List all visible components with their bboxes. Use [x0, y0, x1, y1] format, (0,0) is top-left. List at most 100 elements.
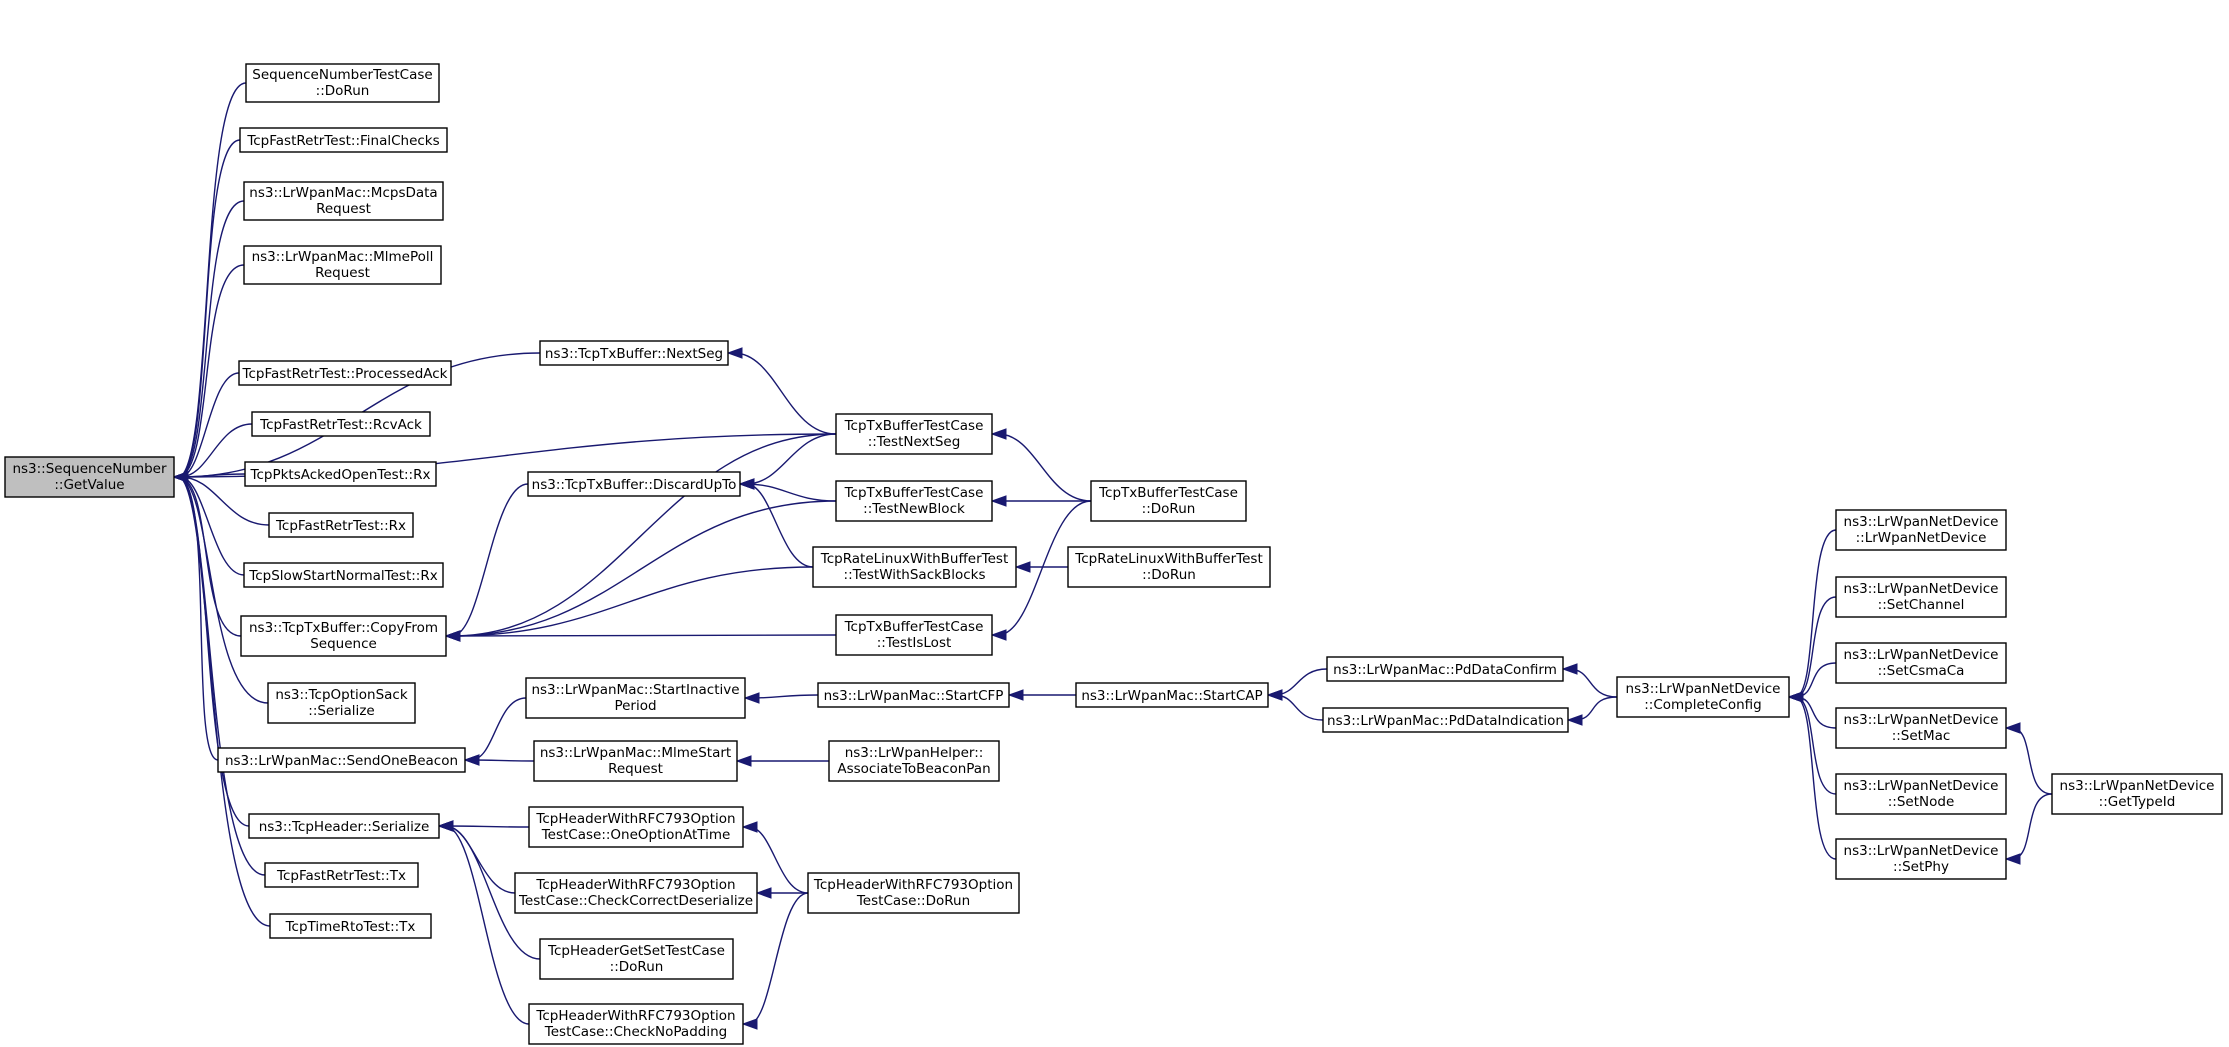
node-testislost[interactable]: TcpTxBufferTestCase::TestIsLost	[835, 614, 993, 656]
node-nd-setphy[interactable]: ns3::LrWpanNetDevice::SetPhy	[1835, 838, 2007, 880]
node-label: TestCase::OneOptionAtTime	[541, 827, 731, 843]
node-label: ::SetCsmaCa	[1878, 663, 1965, 679]
node-processedack[interactable]: TcpFastRetrTest::ProcessedAck	[238, 360, 452, 386]
node-hdr-serialize[interactable]: ns3::TcpHeader::Serialize	[248, 813, 440, 839]
node-label: ::LrWpanNetDevice	[1856, 530, 1987, 546]
node-txbuf-dorun[interactable]: TcpTxBufferTestCase::DoRun	[1090, 480, 1247, 522]
node-box	[528, 806, 744, 848]
node-box	[248, 813, 440, 839]
node-label: TcpHeaderWithRFC793Option	[535, 811, 735, 827]
edge-discardupto-to-copyfrom	[451, 483, 529, 637]
edge-nd-setphy-to-completeconfig	[1794, 696, 1837, 860]
node-label: ::DoRun	[610, 959, 664, 975]
node-nd-gettypeid[interactable]: ns3::LrWpanNetDevice::GetTypeId	[2051, 773, 2223, 815]
node-nextseg[interactable]: ns3::TcpTxBuffer::NextSeg	[539, 340, 729, 366]
arrowhead	[437, 820, 454, 832]
node-label: ns3::TcpHeader::Serialize	[259, 819, 430, 835]
node-box	[525, 677, 746, 719]
edge-mlmestart-to-sendbeacon	[470, 759, 535, 762]
node-box	[1835, 707, 2007, 749]
edge-mlmepoll-to-root	[179, 264, 245, 478]
node-fastretr-tx[interactable]: TcpFastRetrTest::Tx	[264, 862, 419, 888]
node-getset-dorun[interactable]: TcpHeaderGetSetTestCase::DoRun	[539, 938, 734, 980]
node-label: ns3::LrWpanNetDevice	[1844, 514, 1999, 530]
node-nd-setcsmaca[interactable]: ns3::LrWpanNetDevice::SetCsmaCa	[1835, 642, 2007, 684]
node-checknopad[interactable]: TcpHeaderWithRFC793OptionTestCase::Check…	[528, 1003, 744, 1045]
node-completeconfig[interactable]: ns3::LrWpanNetDevice::CompleteConfig	[1616, 676, 1790, 718]
node-label: TcpTxBufferTestCase	[844, 418, 984, 434]
node-nd-ctor[interactable]: ns3::LrWpanNetDevice::LrWpanNetDevice	[1835, 509, 2007, 551]
node-label: ns3::TcpTxBuffer::CopyFrom	[249, 620, 438, 636]
node-discardupto[interactable]: ns3::TcpTxBuffer::DiscardUpTo	[527, 471, 741, 497]
node-box	[1322, 707, 1569, 733]
node-label: ns3::LrWpanHelper::	[845, 745, 984, 761]
node-label: ns3::TcpTxBuffer::NextSeg	[545, 346, 723, 362]
edge-testnextseg-to-copyfrom	[451, 433, 837, 637]
node-pddataconfirm[interactable]: ns3::LrWpanMac::PdDataConfirm	[1326, 656, 1564, 682]
node-fastretr-rx[interactable]: TcpFastRetrTest::Rx	[268, 512, 414, 538]
node-box	[244, 461, 437, 487]
node-box	[4, 456, 175, 498]
node-checkcorrect[interactable]: TcpHeaderWithRFC793OptionTestCase::Check…	[514, 872, 758, 914]
node-finalchecks[interactable]: TcpFastRetrTest::FinalChecks	[239, 127, 448, 153]
edge-nd-gettypeid-to-nd-setmac	[2011, 727, 2053, 795]
arrowhead	[2004, 853, 2021, 865]
node-rcvack[interactable]: TcpFastRetrTest::RcvAck	[251, 411, 431, 437]
node-box	[817, 682, 1010, 708]
node-label: TcpHeaderWithRFC793Option	[535, 877, 735, 893]
node-label: ::TestNextSeg	[868, 434, 961, 450]
edge-rfc793-dorun-to-checknopad	[748, 892, 809, 1025]
node-ratelinux-dorun[interactable]: TcpRateLinuxWithBufferTest::DoRun	[1067, 546, 1271, 588]
node-nd-setmac[interactable]: ns3::LrWpanNetDevice::SetMac	[1835, 707, 2007, 749]
node-label: Request	[315, 265, 370, 281]
edge-testwithsack-to-copyfrom	[451, 566, 814, 637]
arrowhead	[172, 471, 189, 483]
node-label: ns3::LrWpanNetDevice	[1626, 681, 1781, 697]
node-label: TcpTimeRtoTest::Tx	[285, 919, 416, 935]
node-box	[240, 615, 447, 657]
edge-rcvack-to-root	[179, 423, 253, 478]
node-label: ::TestWithSackBlocks	[844, 567, 986, 583]
node-startcfp[interactable]: ns3::LrWpanMac::StartCFP	[817, 682, 1010, 708]
arrowhead	[463, 754, 480, 766]
node-label: ::DoRun	[316, 83, 370, 99]
node-box	[243, 245, 442, 285]
node-startcap[interactable]: ns3::LrWpanMac::StartCAP	[1075, 682, 1269, 708]
node-nd-setchannel[interactable]: ns3::LrWpanNetDevice::SetChannel	[1835, 576, 2007, 618]
edge-testislost-to-copyfrom	[451, 634, 837, 637]
node-testnextseg[interactable]: TcpTxBufferTestCase::TestNextSeg	[835, 413, 993, 455]
node-box	[1616, 676, 1790, 718]
node-box	[267, 682, 416, 724]
edge-testnextseg-to-nextseg	[733, 352, 837, 435]
node-optsack[interactable]: ns3::TcpOptionSack::Serialize	[267, 682, 416, 724]
node-testwithsack[interactable]: TcpRateLinuxWithBufferTest::TestWithSack…	[812, 546, 1017, 588]
node-label: ::GetValue	[54, 477, 124, 493]
node-associate[interactable]: ns3::LrWpanHelper::AssociateToBeaconPan	[828, 740, 1000, 782]
node-box	[243, 562, 444, 588]
node-nd-setnode[interactable]: ns3::LrWpanNetDevice::SetNode	[1835, 773, 2007, 815]
node-box	[514, 872, 758, 914]
node-label: TcpHeaderWithRFC793Option	[535, 1008, 735, 1024]
node-label: ns3::LrWpanMac::SendOneBeacon	[225, 753, 458, 769]
node-timerto-tx[interactable]: TcpTimeRtoTest::Tx	[269, 913, 432, 939]
node-sendbeacon[interactable]: ns3::LrWpanMac::SendOneBeacon	[217, 747, 466, 773]
node-label: Request	[608, 761, 663, 777]
edge-txbuf-dorun-to-testnextseg	[997, 433, 1092, 502]
node-box	[1835, 576, 2007, 618]
node-label: TcpHeaderGetSetTestCase	[547, 943, 725, 959]
node-seq-dorun[interactable]: SequenceNumberTestCase::DoRun	[245, 63, 440, 103]
node-pktsacked-rx[interactable]: TcpPktsAckedOpenTest::Rx	[244, 461, 437, 487]
arrowhead	[755, 887, 772, 899]
node-pddataind[interactable]: ns3::LrWpanMac::PdDataIndication	[1322, 707, 1569, 733]
node-label: TestCase::CheckNoPadding	[544, 1024, 727, 1040]
node-root[interactable]: ns3::SequenceNumber::GetValue	[4, 456, 175, 498]
node-testnewblock[interactable]: TcpTxBufferTestCase::TestNewBlock	[835, 480, 993, 522]
node-oneoption[interactable]: TcpHeaderWithRFC793OptionTestCase::OneOp…	[528, 806, 744, 848]
node-slowstart-rx[interactable]: TcpSlowStartNormalTest::Rx	[243, 562, 444, 588]
